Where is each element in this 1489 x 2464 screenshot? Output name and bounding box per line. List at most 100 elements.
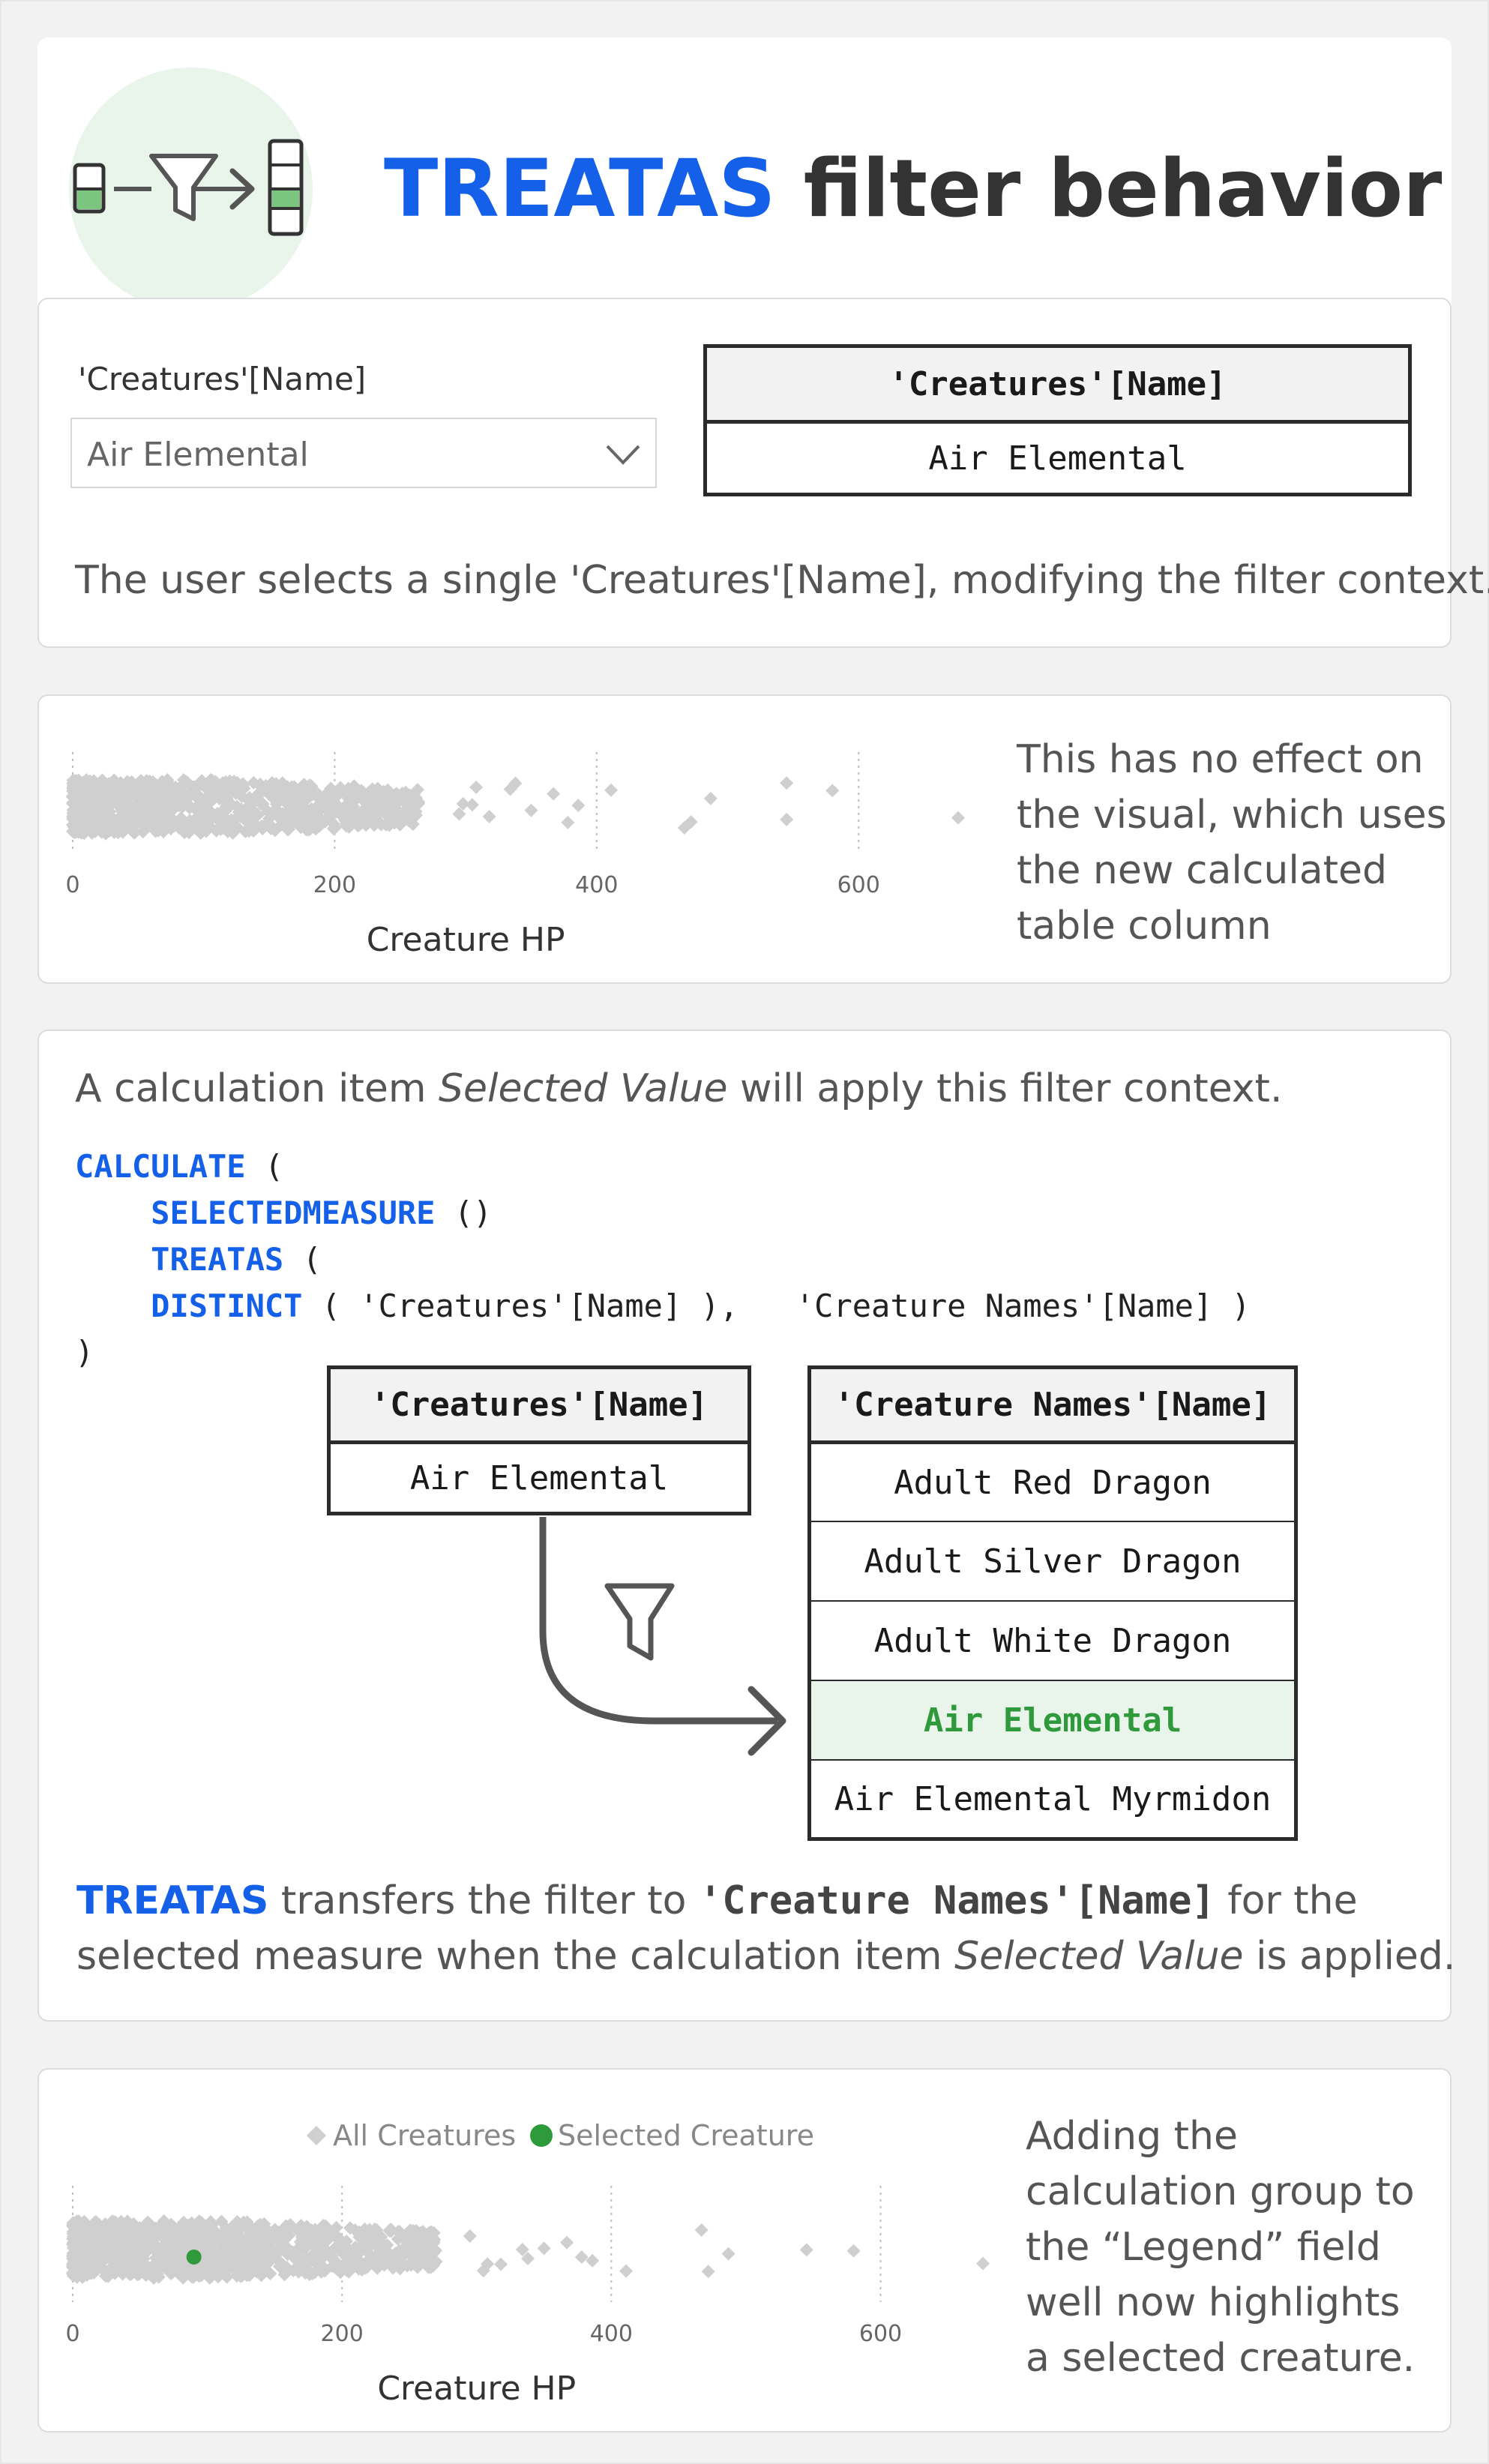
data-point — [189, 811, 203, 826]
data-point — [369, 784, 383, 799]
data-point — [409, 805, 423, 819]
data-point — [87, 774, 101, 788]
data-point — [311, 790, 325, 805]
data-point — [268, 2223, 282, 2237]
target-table: 'Creature Names'[Name] Adult Red Dragon … — [807, 1365, 1298, 1841]
data-point — [537, 2241, 551, 2256]
data-point — [109, 814, 123, 828]
data-point — [373, 2241, 388, 2255]
data-point — [494, 2257, 508, 2271]
data-point — [204, 2228, 218, 2242]
data-point — [124, 2229, 138, 2243]
data-point — [298, 807, 312, 821]
tick-label: 400 — [590, 2321, 633, 2347]
data-point — [268, 823, 282, 838]
data-point — [694, 2223, 709, 2237]
data-point — [560, 2235, 574, 2250]
data-point — [77, 2214, 91, 2229]
data-point — [155, 799, 169, 813]
data-point — [684, 815, 698, 829]
data-point — [72, 781, 86, 795]
data-point — [352, 2261, 366, 2275]
data-point — [73, 2230, 88, 2244]
legend-label-all: All Creatures — [333, 2119, 516, 2152]
data-point — [427, 2246, 441, 2260]
data-point — [212, 2244, 226, 2258]
target-table-header: 'Creature Names'[Name] — [811, 1369, 1294, 1443]
data-point — [66, 2256, 80, 2271]
data-point — [422, 2260, 436, 2274]
data-point — [604, 783, 619, 797]
data-point — [115, 2262, 129, 2276]
data-point — [301, 823, 316, 837]
data-point — [194, 2215, 208, 2229]
data-point — [199, 824, 214, 838]
data-point — [263, 778, 277, 793]
data-point — [328, 820, 342, 835]
data-point — [179, 795, 193, 809]
data-point — [207, 785, 221, 799]
data-point — [247, 775, 261, 790]
data-point — [846, 2244, 861, 2258]
data-point — [291, 2223, 305, 2238]
data-point — [400, 2235, 415, 2249]
data-point — [347, 779, 361, 793]
outro-text: TREATAS transfers the filter to 'Creatur… — [76, 1878, 1456, 1979]
data-point — [413, 2229, 427, 2244]
treatas-explanation-card: A calculation item Selected Value will a… — [37, 1030, 1456, 2022]
data-point — [318, 2264, 332, 2278]
legend-marker-all — [307, 2126, 326, 2145]
data-point — [412, 2250, 427, 2265]
data-point — [241, 2238, 256, 2253]
data-point — [294, 2219, 308, 2233]
data-point — [391, 2224, 406, 2238]
data-point — [360, 2260, 374, 2274]
data-point — [324, 781, 338, 796]
data-point — [406, 817, 420, 832]
data-point — [93, 808, 107, 823]
data-point — [586, 2253, 600, 2268]
data-point — [386, 2261, 400, 2275]
data-point — [318, 801, 332, 815]
data-point — [342, 820, 356, 834]
data-point — [337, 2246, 351, 2260]
data-point — [322, 811, 336, 825]
data-point — [66, 818, 80, 832]
data-point — [701, 2265, 715, 2279]
data-point — [218, 775, 232, 789]
table-row: Adult Red Dragon — [811, 1443, 1294, 1521]
source-table: 'Creatures'[Name] Air Elemental — [327, 1365, 751, 1515]
data-point — [110, 2251, 124, 2265]
data-point — [244, 2221, 259, 2235]
data-point — [157, 2226, 172, 2241]
data-point — [211, 2270, 225, 2284]
data-point — [503, 782, 517, 796]
data-point — [67, 786, 82, 800]
data-point — [365, 2232, 379, 2246]
data-point — [515, 2242, 529, 2256]
data-point — [197, 2245, 211, 2259]
data-point — [283, 2217, 298, 2232]
data-point — [87, 803, 101, 817]
dax-code-block: CALCULATE ( SELECTEDMEASURE () TREATAS (… — [75, 1148, 1251, 1371]
data-point — [215, 2237, 229, 2251]
data-point — [226, 2260, 241, 2274]
data-point — [284, 817, 298, 832]
creature-name-slicer[interactable]: Air Elemental — [70, 418, 657, 488]
data-point — [133, 774, 148, 788]
data-point — [352, 2225, 367, 2239]
data-point — [379, 817, 394, 832]
data-point — [175, 790, 189, 804]
data-point — [199, 2254, 214, 2268]
data-point — [298, 2266, 313, 2280]
data-point — [286, 2245, 300, 2259]
data-point — [140, 2263, 154, 2277]
data-point — [135, 814, 149, 829]
data-point — [374, 2229, 388, 2244]
data-point — [70, 2270, 84, 2284]
data-point — [350, 2253, 364, 2267]
data-point — [194, 2268, 208, 2283]
data-point — [178, 826, 192, 840]
